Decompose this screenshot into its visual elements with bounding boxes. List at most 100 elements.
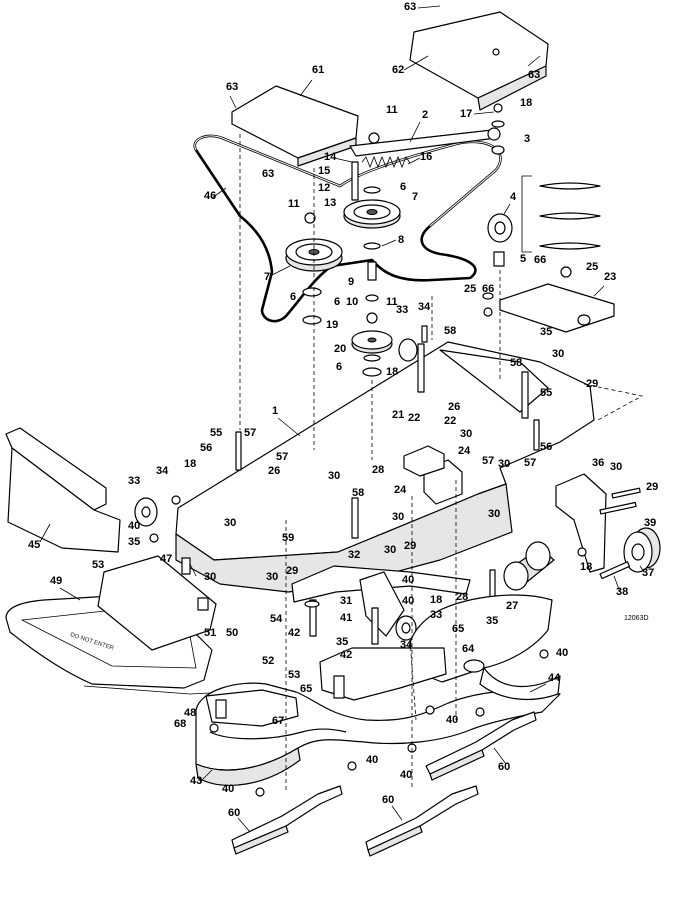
callout-34: 34	[400, 639, 413, 651]
callout-18: 18	[520, 97, 532, 109]
callout-40: 40	[402, 574, 414, 586]
callout-50: 50	[226, 627, 238, 639]
callout-37: 37	[642, 567, 654, 579]
hardware-stack-center	[302, 103, 572, 377]
callout-6: 6	[334, 296, 340, 308]
callout-29: 29	[404, 540, 416, 552]
callout-46: 46	[204, 190, 216, 202]
callout-15: 15	[318, 165, 330, 177]
belt-cover-left-61	[231, 85, 359, 167]
callout-18: 18	[430, 594, 442, 606]
callout-44: 44	[548, 672, 561, 684]
idler-33-upper	[398, 325, 428, 362]
callout-18: 18	[184, 458, 196, 470]
callout-21: 21	[392, 409, 404, 421]
alignment-lines	[239, 134, 501, 792]
callout-40: 40	[222, 783, 234, 795]
callout-7: 7	[264, 271, 270, 283]
callout-63: 63	[404, 1, 416, 13]
callout-8: 8	[398, 234, 404, 246]
callout-55: 55	[210, 427, 222, 439]
callout-40: 40	[128, 520, 140, 532]
callout-29: 29	[586, 378, 598, 390]
callout-30: 30	[552, 348, 564, 360]
callout-40: 40	[556, 647, 568, 659]
callout-30: 30	[392, 511, 404, 523]
callout-63: 63	[262, 168, 274, 180]
callout-leaders	[39, 5, 645, 833]
callout-23: 23	[604, 271, 616, 283]
callout-56: 56	[540, 441, 552, 453]
callout-30: 30	[266, 571, 278, 583]
idler-33-lower	[395, 615, 417, 641]
belt-cover-right-62	[409, 11, 549, 111]
callout-11: 11	[386, 104, 398, 116]
callout-9: 9	[348, 276, 354, 288]
callout-55: 55	[540, 387, 552, 399]
callout-20: 20	[334, 343, 346, 355]
callout-4: 4	[510, 191, 517, 203]
idler-arm-2	[349, 127, 501, 157]
callout-30: 30	[460, 428, 472, 440]
callout-53: 53	[92, 559, 104, 571]
callout-54: 54	[270, 613, 283, 625]
callout-17: 17	[460, 108, 472, 120]
callout-22: 22	[444, 415, 456, 427]
callout-30: 30	[384, 544, 396, 556]
idler-33-left	[134, 495, 181, 543]
spindle-housing-24	[403, 445, 463, 505]
callout-63: 63	[226, 81, 238, 93]
callout-25: 25	[464, 283, 476, 295]
callout-57: 57	[482, 455, 494, 467]
callout-57: 57	[276, 451, 288, 463]
callout-30: 30	[488, 508, 500, 520]
callout-42: 42	[340, 649, 352, 661]
callout-35: 35	[128, 536, 140, 548]
callout-5: 5	[520, 253, 526, 265]
pulley-7-upper	[343, 199, 401, 229]
callout-41: 41	[340, 612, 352, 624]
rod-55	[235, 419, 540, 471]
clutch-4	[487, 175, 601, 267]
blade-60-center	[365, 785, 479, 857]
callout-57: 57	[524, 457, 536, 469]
idler-pulley-19	[351, 330, 393, 354]
callout-47: 47	[160, 553, 172, 565]
callout-12: 12	[318, 182, 330, 194]
callout-1: 1	[272, 405, 278, 417]
callout-68: 68	[174, 718, 186, 730]
callout-6: 6	[290, 291, 296, 303]
callout-53: 53	[288, 669, 300, 681]
callout-18: 18	[580, 561, 592, 573]
callout-57: 57	[244, 427, 256, 439]
callout-16: 16	[420, 151, 432, 163]
callout-29: 29	[646, 481, 658, 493]
callout-40: 40	[366, 754, 378, 766]
callout-27: 27	[506, 600, 518, 612]
callout-67: 67	[272, 715, 284, 727]
roller-27	[489, 541, 555, 611]
callout-35: 35	[486, 615, 498, 627]
callout-58: 58	[444, 325, 456, 337]
callout-7: 7	[412, 191, 418, 203]
lift-arm-31	[291, 565, 471, 645]
callout-56: 56	[200, 442, 212, 454]
callout-49: 49	[50, 575, 62, 587]
callout-11: 11	[386, 296, 398, 308]
callout-58: 58	[510, 357, 522, 369]
callout-36: 36	[592, 457, 604, 469]
callout-22: 22	[408, 412, 420, 424]
callout-35: 35	[540, 326, 552, 338]
callout-24: 24	[394, 484, 407, 496]
callout-30: 30	[498, 458, 510, 470]
discharge-chute-45	[5, 427, 121, 553]
callout-30: 30	[224, 517, 236, 529]
callout-26: 26	[268, 465, 280, 477]
callout-33: 33	[430, 609, 442, 621]
callout-29: 29	[286, 565, 298, 577]
callout-18: 18	[386, 366, 398, 378]
blade-60-right	[425, 711, 537, 781]
callout-25: 25	[586, 261, 598, 273]
callout-26: 26	[448, 401, 460, 413]
